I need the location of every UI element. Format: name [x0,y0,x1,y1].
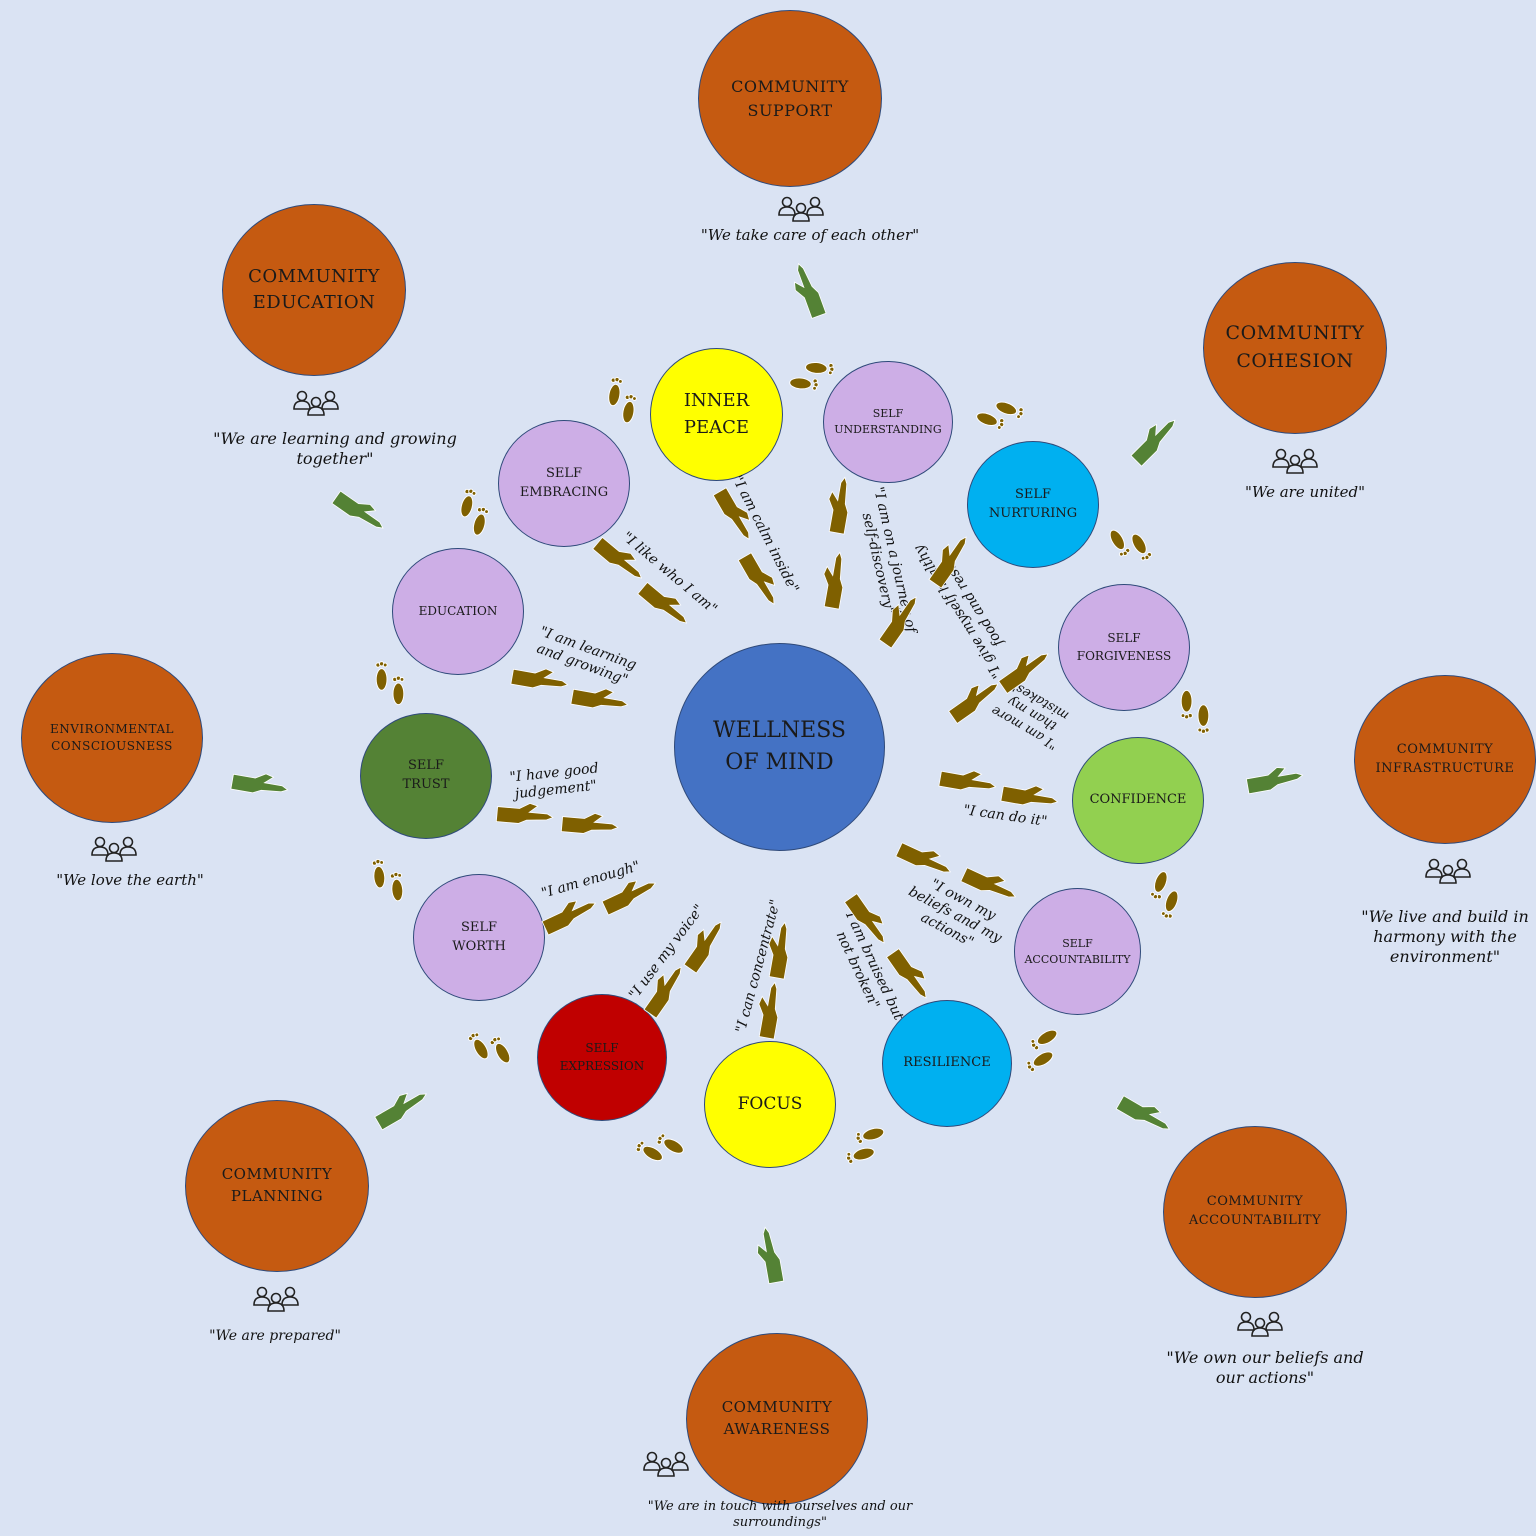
inner-peace-label: INNER PEACE [683,390,750,438]
affirmation-self-discovery: "I am on a journey of self-discovery" [858,485,920,635]
self-forgiveness-label: SELF FORGIVENESS [1076,631,1172,663]
center-circle: WELLNESS OF MIND [674,643,885,851]
quote-community-accountability: "We own our beliefs and our actions" [1166,1348,1364,1387]
community-circle-environmental: ENVIRONMENTAL CONSCIOUSNESS [21,653,203,823]
community-circle-planning: COMMUNITY PLANNING [185,1100,369,1272]
affirmation-can-do-it: "I can do it" [962,802,1049,830]
education-label: EDUCATION [418,603,498,618]
inner-circle-inner-peace: INNER PEACE [650,348,783,481]
inner-circle-self-trust: SELF TRUST [360,713,492,839]
environmental-consciousness-label: ENVIRONMENTAL CONSCIOUSNESS [49,721,175,753]
inner-circle-confidence: CONFIDENCE [1072,737,1204,864]
inner-circle-resilience: RESILIENCE [882,1000,1012,1127]
inner-circle-self-embracing: SELF EMBRACING [498,420,630,547]
affirmation-voice: "I use my voice" [626,901,708,1003]
community-circle-awareness: COMMUNITY AWARENESS [686,1333,868,1505]
inner-circle-self-accountability: SELF ACCOUNTABILITY [1014,888,1141,1015]
community-cohesion-label: COMMUNITY COHESION [1225,322,1365,372]
inner-circle-self-understanding: SELF UNDERSTANDING [823,361,953,483]
inner-circle-education: EDUCATION [392,548,524,675]
community-circle-education: COMMUNITY EDUCATION [222,204,406,376]
community-accountability-label: COMMUNITY ACCOUNTABILITY [1188,1194,1322,1228]
quote-environmental: "We love the earth" [56,871,204,889]
affirmation-own-beliefs: "I own my beliefs and my actions" [905,876,1005,951]
focus-label: FOCUS [737,1094,803,1115]
community-infrastructure-label: COMMUNITY INFRASTRUCTURE [1375,741,1515,776]
self-understanding-label: SELF UNDERSTANDING [834,407,942,436]
community-circle-infrastructure: COMMUNITY INFRASTRUCTURE [1354,675,1536,844]
quote-community-planning: "We are prepared" [209,1328,341,1344]
quote-community-cohesion: "We are united" [1244,483,1366,501]
self-worth-label: SELF WORTH [452,919,506,954]
quote-community-support: "We take care of each other" [700,226,920,244]
inner-circle-self-expression: SELF EXPRESSION [537,994,667,1121]
affirmation-concentrate: "I can concentrate" [732,897,784,1035]
quote-community-education: "We are learning and growing together" [213,429,457,468]
community-awareness-label: COMMUNITY AWARENESS [721,1398,833,1438]
affirmation-judgement: "I have good judgement" [508,760,600,803]
affirmation-calm-inside: "I am calm inside" [728,472,802,596]
confidence-label: CONFIDENCE [1089,792,1187,808]
quote-community-awareness: "We are in touch with ourselves and our … [647,1499,913,1531]
affirmation-like-who: "I like who I am" [618,528,721,618]
community-planning-label: COMMUNITY PLANNING [221,1165,333,1205]
affirmation-learning: "I am learning and growing" [534,623,639,689]
self-expression-label: SELF EXPRESSION [559,1041,645,1073]
community-circle-cohesion: COMMUNITY COHESION [1203,262,1387,434]
inner-circle-self-worth: SELF WORTH [413,874,545,1001]
community-support-label: COMMUNITY SUPPORT [731,77,849,120]
resilience-label: RESILIENCE [903,1055,991,1071]
quote-community-infrastructure: "We live and build in harmony with the e… [1361,907,1529,966]
center-label: WELLNESS OF MIND [713,718,846,775]
inner-circle-self-forgiveness: SELF FORGIVENESS [1058,584,1190,711]
self-trust-label: SELF TRUST [402,758,450,792]
community-circle-support: COMMUNITY SUPPORT [698,10,882,187]
community-circle-accountability: COMMUNITY ACCOUNTABILITY [1163,1126,1347,1298]
affirmation-enough: "I am enough" [539,858,642,902]
self-nurturing-label: SELF NURTURING [988,486,1078,521]
inner-circle-focus: FOCUS [704,1041,836,1168]
inner-circle-self-nurturing: SELF NURTURING [967,441,1099,568]
affirmation-bruised: "I am bruised but not broken" [832,903,907,1023]
community-education-label: COMMUNITY EDUCATION [248,265,380,313]
self-embracing-label: SELF EMBRACING [519,465,609,500]
self-accountability-label: SELF ACCOUNTABILITY [1024,936,1131,966]
